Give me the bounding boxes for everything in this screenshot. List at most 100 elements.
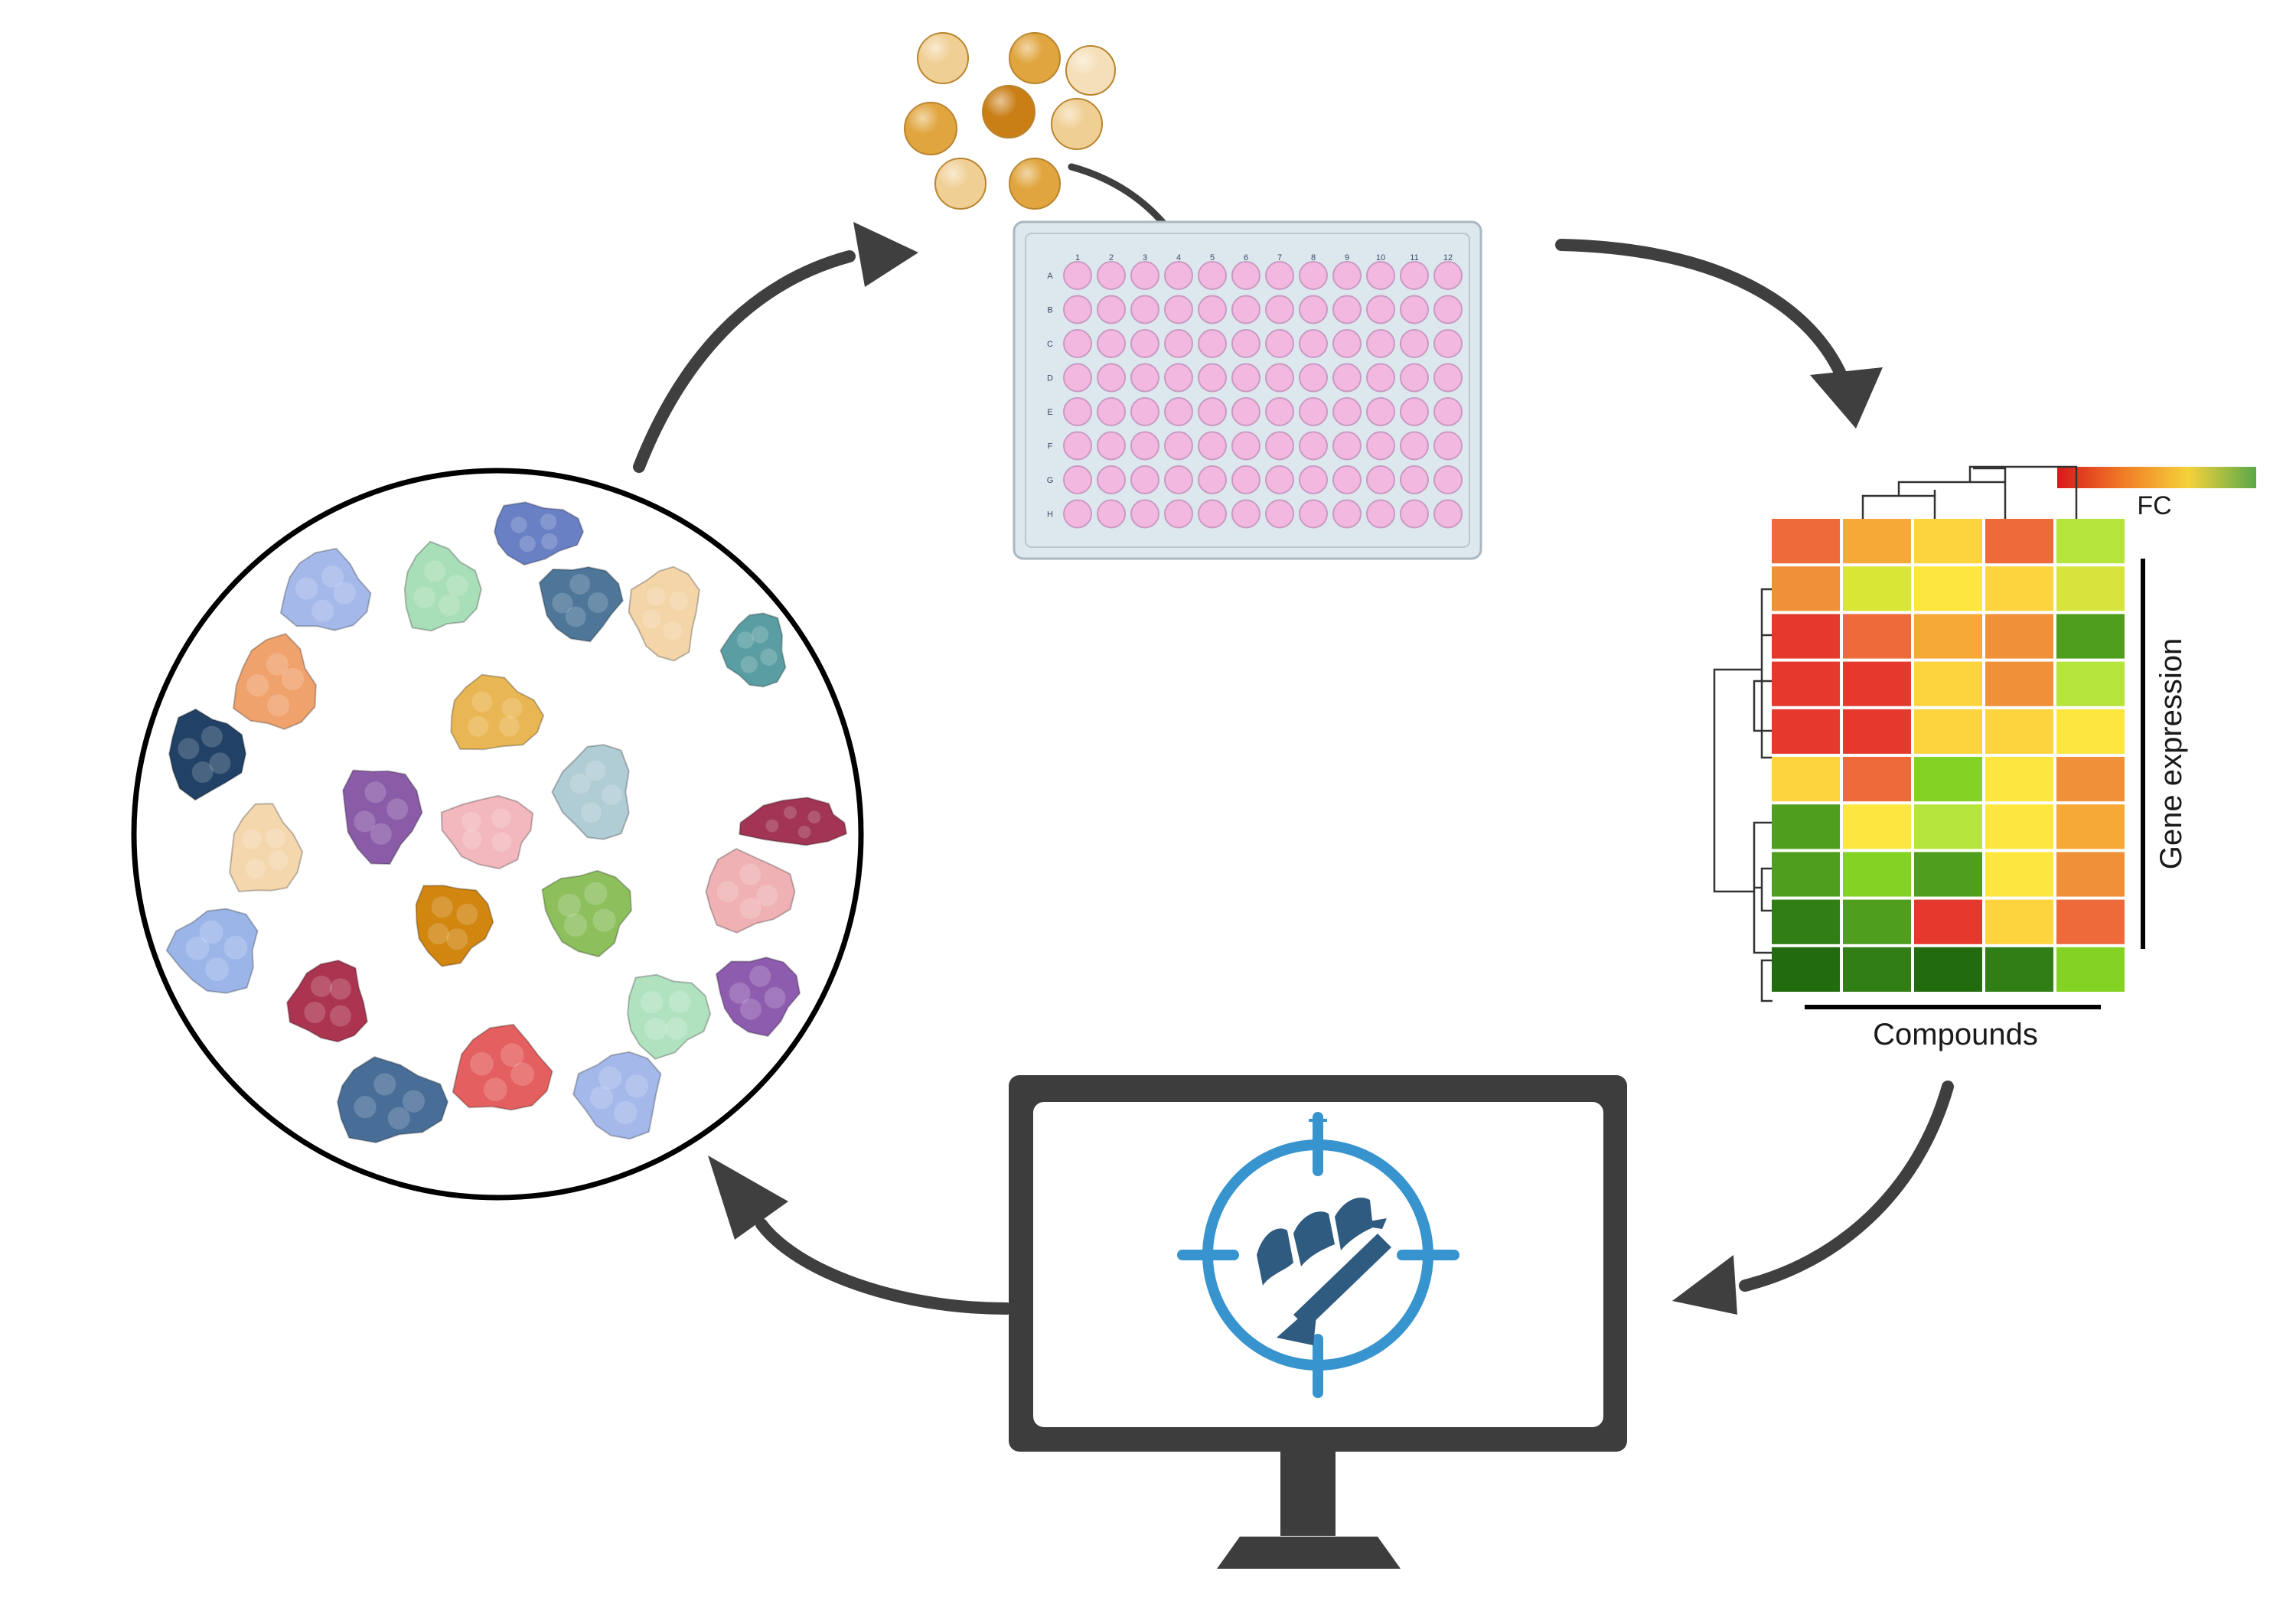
heatmap-cell <box>1985 852 2053 897</box>
protein-texture <box>333 582 356 605</box>
protein-texture <box>598 1066 622 1090</box>
heatmap-cell <box>1772 519 1840 564</box>
protein-texture <box>267 694 290 717</box>
plate-well <box>1130 465 1159 494</box>
plate-well <box>1265 329 1294 358</box>
protein-texture <box>354 810 376 833</box>
protein-blob <box>739 797 848 846</box>
protein-texture <box>644 1018 667 1041</box>
plate-well <box>1299 295 1328 324</box>
heatmap-cell <box>2056 661 2125 706</box>
plate-well <box>1265 465 1294 494</box>
protein-texture <box>641 609 661 628</box>
heatmap-cell <box>1772 804 1840 849</box>
heatmap-cell <box>1985 614 2053 659</box>
protein-texture <box>640 991 664 1014</box>
plate-well <box>1063 329 1092 358</box>
gene-expression-label: Gene expression <box>2154 638 2188 869</box>
heatmap-cell <box>1914 519 1982 564</box>
heatmap-cell <box>1985 519 2053 564</box>
protein-blob <box>168 708 247 801</box>
heatmap: FC Compounds Gene expression <box>1713 465 2256 1051</box>
protein-texture <box>501 697 523 719</box>
heatmap-cell <box>2056 947 2125 992</box>
protein-texture <box>491 832 512 852</box>
heatmap-cell <box>2056 566 2125 611</box>
heatmap-cell <box>2056 614 2125 659</box>
heatmap-cell <box>2056 852 2125 897</box>
protein-texture <box>739 898 762 920</box>
heatmap-cell <box>1914 757 1982 802</box>
computer-monitor <box>1009 1075 1627 1569</box>
protein-texture <box>760 648 778 666</box>
plate-row-label: D <box>1047 374 1053 383</box>
protein-texture <box>431 896 453 918</box>
plate-well <box>1299 261 1328 290</box>
plate-row-label: G <box>1047 476 1054 485</box>
heatmap-cell <box>2056 709 2125 754</box>
plate-well <box>1332 431 1362 461</box>
heatmap-cell <box>1843 804 1911 849</box>
protein-texture <box>446 575 468 597</box>
protein-texture <box>625 1074 649 1098</box>
protein-texture <box>669 591 688 611</box>
protein-texture <box>439 594 461 616</box>
protein-texture <box>469 1051 494 1076</box>
plate-well <box>1433 261 1463 290</box>
plate-row-label: H <box>1047 510 1053 520</box>
bead-shine <box>1066 46 1115 95</box>
compound-beads <box>904 32 1116 210</box>
protein-texture <box>370 823 392 845</box>
plate-well <box>1164 295 1193 324</box>
protein-texture <box>756 885 778 907</box>
plate-well <box>1400 431 1429 461</box>
protein-texture <box>321 565 344 588</box>
heatmap-cell <box>1914 852 1982 897</box>
protein-blob <box>627 973 712 1060</box>
protein-texture <box>498 715 520 737</box>
protein-texture <box>739 863 762 885</box>
protein-texture <box>268 850 289 870</box>
plate-well <box>1332 397 1362 426</box>
plate-rim <box>1025 233 1470 548</box>
bead-shine <box>918 33 968 83</box>
heatmap-cell <box>1914 566 1982 611</box>
protein-texture <box>646 587 666 606</box>
plate-well <box>1164 397 1193 426</box>
plate-well <box>1063 363 1092 393</box>
heatmap-cell <box>1985 947 2053 992</box>
protein-texture <box>614 1100 638 1125</box>
heatmap-cell <box>1985 566 2053 611</box>
plate-well <box>1400 465 1429 494</box>
heatmap-cell <box>1914 661 1982 706</box>
plate-well <box>1130 261 1159 290</box>
protein-texture <box>557 893 581 918</box>
plate-well <box>1299 431 1328 461</box>
plate-well <box>1265 431 1294 461</box>
plate-row-label: E <box>1047 408 1052 417</box>
plate-well <box>1299 363 1328 393</box>
plate-well <box>1164 261 1193 290</box>
plate-well <box>1299 397 1328 426</box>
plate-well <box>1063 295 1092 324</box>
plate-well <box>1164 363 1193 393</box>
protein-texture <box>751 626 769 644</box>
heatmap-cell <box>1772 899 1840 944</box>
heatmap-cell <box>1843 899 1911 944</box>
plate-well <box>1433 465 1463 494</box>
protein-texture <box>601 784 622 806</box>
protein-blob <box>440 794 534 870</box>
plate-well <box>1097 363 1126 393</box>
plate-row-label: C <box>1047 340 1053 349</box>
protein-blob <box>337 1056 448 1144</box>
heatmap-cell <box>1843 947 1911 992</box>
column-dendrogram-top <box>1933 465 2078 519</box>
fc-label: FC <box>2137 491 2171 520</box>
plate-well <box>1366 329 1395 358</box>
protein-texture <box>716 881 739 903</box>
plate-well <box>1231 295 1261 324</box>
protein-texture <box>373 1073 396 1096</box>
heatmap-cell <box>1772 566 1840 611</box>
arrow-head <box>708 1156 788 1240</box>
heatmap-cell <box>1843 519 1911 564</box>
